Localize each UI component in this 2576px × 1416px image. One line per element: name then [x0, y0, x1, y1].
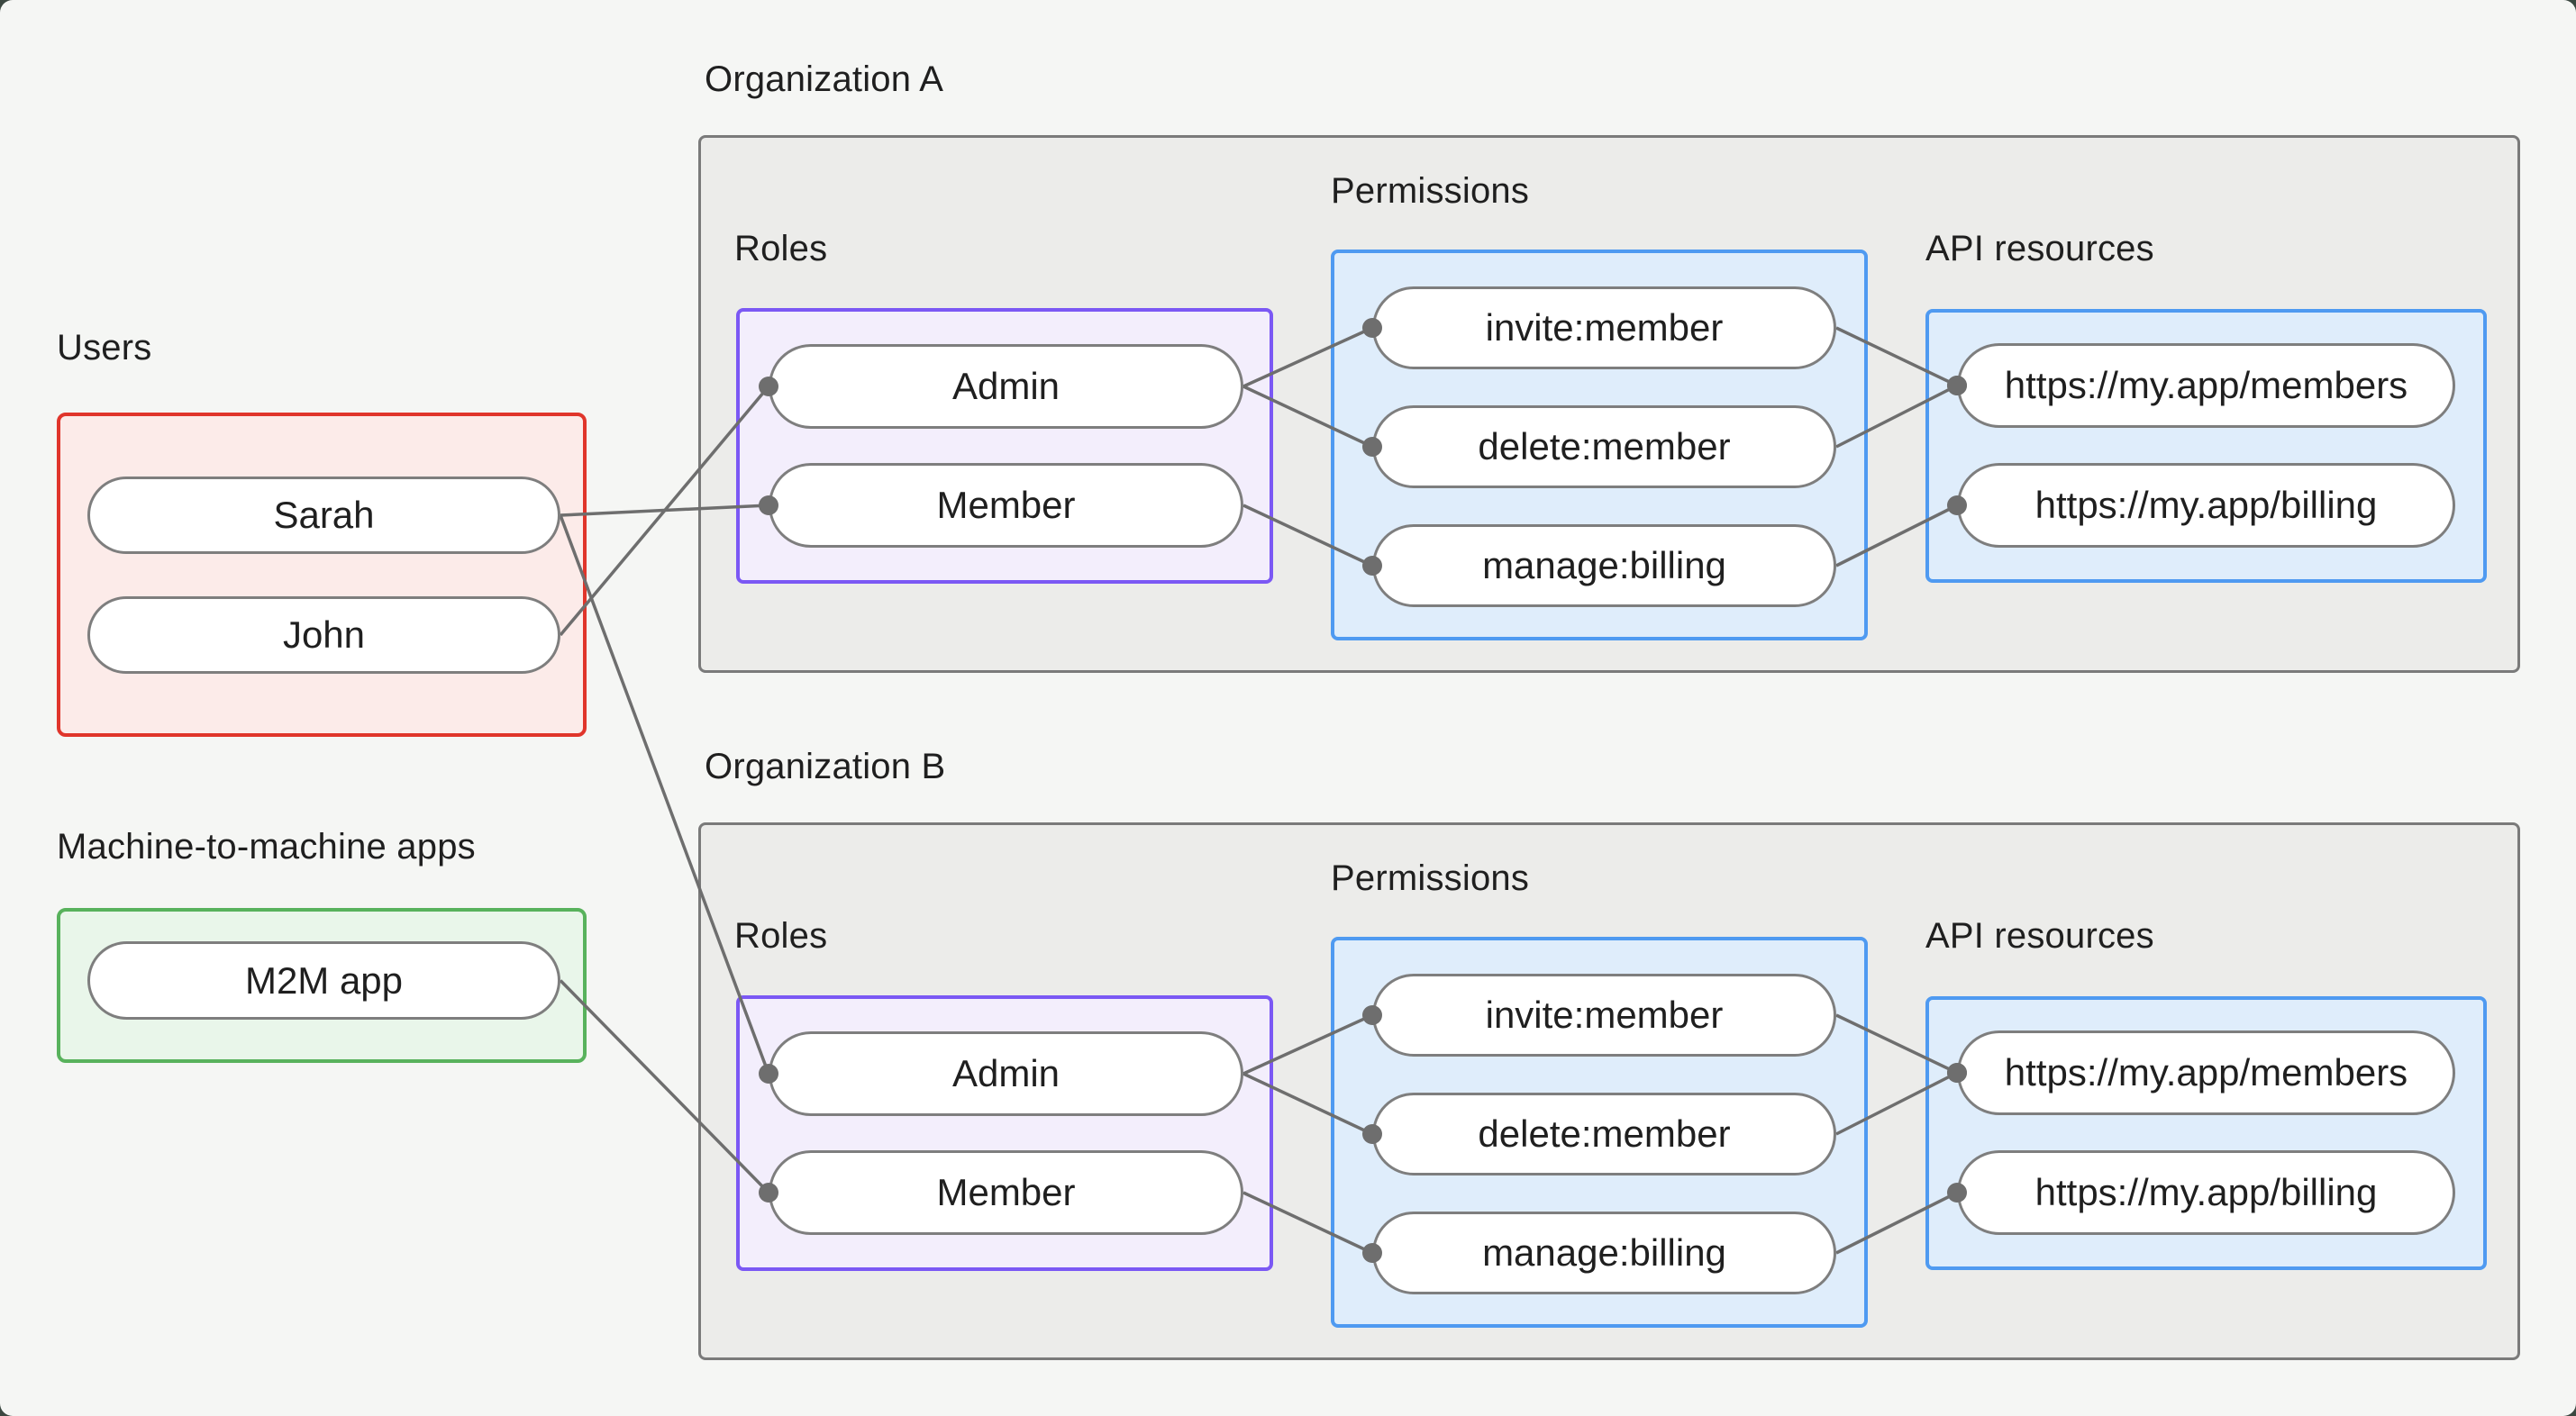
org-b-api-billing-node: https://my.app/billing: [1957, 1150, 2455, 1235]
org-a-role-member-node: Member: [769, 463, 1243, 548]
org-b-permissions-label: Permissions: [1331, 858, 1530, 898]
org-b-api-members-node: https://my.app/members: [1957, 1030, 2455, 1115]
org-b-role-member-node: Member: [769, 1150, 1243, 1235]
org-a-perm-manage-node: manage:billing: [1372, 524, 1836, 607]
org-b-perm-delete-node: delete:member: [1372, 1093, 1836, 1175]
org-b-perm-invite-node: invite:member: [1372, 974, 1836, 1057]
org-b-perm-manage-node: manage:billing: [1372, 1212, 1836, 1294]
org-a-role-admin-node: Admin: [769, 344, 1243, 429]
m2m-app-node: M2M app: [87, 941, 560, 1020]
org-a-api-members-node: https://my.app/members: [1957, 343, 2455, 428]
org-a-perm-invite-node: invite:member: [1372, 286, 1836, 369]
users-group-label: Users: [57, 328, 152, 368]
users-group-box: [57, 413, 587, 737]
m2m-group-label: Machine-to-machine apps: [57, 827, 476, 867]
org-a-api-label: API resources: [1925, 229, 2154, 268]
org-a-label: Organization A: [705, 59, 944, 99]
user-john-node: John: [87, 596, 560, 674]
org-a-perm-delete-node: delete:member: [1372, 405, 1836, 488]
org-a-api-billing-node: https://my.app/billing: [1957, 463, 2455, 548]
org-a-permissions-label: Permissions: [1331, 171, 1530, 211]
org-a-roles-label: Roles: [734, 229, 828, 268]
org-b-role-admin-node: Admin: [769, 1031, 1243, 1116]
org-b-api-label: API resources: [1925, 916, 2154, 956]
user-sarah-node: Sarah: [87, 477, 560, 554]
